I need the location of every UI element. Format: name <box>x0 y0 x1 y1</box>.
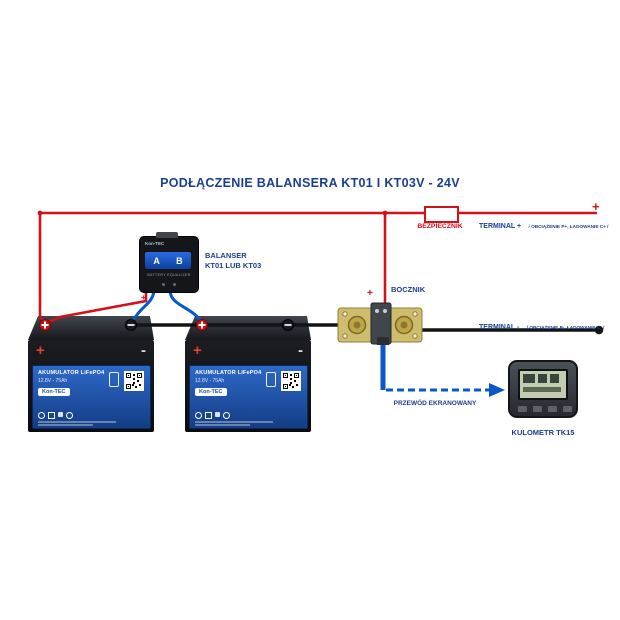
qr-code-icon <box>124 371 144 391</box>
minus-mark <box>284 324 292 326</box>
shunt-device <box>337 302 423 345</box>
mounting-hole <box>342 311 348 317</box>
fuse-label: BEZPIECZNIK <box>417 223 463 230</box>
balanser-label-line2: KT01 LUB KT03 <box>205 261 262 270</box>
battery-positive-riser-wire <box>38 213 47 324</box>
battery-brand-badge: Kon-TEC <box>195 388 227 396</box>
mounting-hole <box>412 311 418 317</box>
battery-title: AKUMULATOR LiFePO4 <box>195 370 262 376</box>
fuse-box <box>424 206 459 223</box>
lcd-segment <box>538 374 547 383</box>
meter-button <box>548 406 557 412</box>
terminal-plus-label: TERMINAL + / OBCIĄŻENIE P+, ŁADOWANIE C+… <box>479 215 609 233</box>
terminal-plus-name: TERMINAL + <box>479 223 522 230</box>
meter-lcd-screen <box>518 369 568 400</box>
meter-label: KULOMETR TK15 <box>511 428 575 437</box>
shunt-cable-connector <box>377 337 389 345</box>
battery-terminals <box>39 319 294 331</box>
battery-plus-symbol: + <box>36 342 45 359</box>
mounting-hole <box>412 333 418 339</box>
balanser-device: Kon-TEC A B BATTERY EQUALIZER <box>139 232 199 293</box>
balanser-tagline: BATTERY EQUALIZER <box>147 273 191 277</box>
terminal-plus-sign: + <box>592 199 600 214</box>
led-indicator <box>173 283 176 286</box>
meter-button <box>563 406 572 412</box>
battery-right: + - AKUMULATOR LiFePO4 12.8V - 75Ah Kon-… <box>185 312 311 432</box>
qr-code-icon <box>281 371 301 391</box>
battery-minus-symbol: - <box>298 342 303 359</box>
balanser-port-labels: A B <box>145 252 191 269</box>
phone-icon <box>109 372 119 387</box>
led-indicator <box>162 283 165 286</box>
lcd-segment <box>523 374 535 383</box>
certification-icons <box>38 412 73 419</box>
balanser-positive-wire <box>45 291 148 325</box>
shunt-bolt-left-center <box>353 321 361 329</box>
battery-plus-symbol: + <box>193 342 202 359</box>
battery-front: + - AKUMULATOR LiFePO4 12.8V - 75Ah Kon-… <box>28 340 154 432</box>
battery-left: + - AKUMULATOR LiFePO4 12.8V - 75Ah Kon-… <box>28 312 154 432</box>
balance-wire-b <box>168 290 204 324</box>
minus-mark <box>127 324 135 326</box>
terminal-minus-name: TERMINAL - <box>479 324 520 331</box>
battery-info-panel: AKUMULATOR LiFePO4 12.8V - 75Ah Kon-TEC <box>189 365 308 429</box>
page-title: PODŁĄCZENIE BALANSERA KT01 I KT03V - 24V <box>160 176 460 190</box>
cable-arrowhead <box>489 383 505 397</box>
plus-mark <box>201 321 203 329</box>
shunt-bolt-right-center <box>400 321 408 329</box>
battery-brand-badge: Kon-TEC <box>38 388 70 396</box>
lcd-segment <box>523 387 561 392</box>
shunt-plus-sign: + <box>367 288 373 299</box>
certification-icons <box>195 412 230 419</box>
meter-button <box>533 406 542 412</box>
battery-title: AKUMULATOR LiFePO4 <box>38 370 105 376</box>
mounting-hole <box>342 333 348 339</box>
balance-wire-a <box>130 290 156 324</box>
plus-mark <box>44 321 46 329</box>
battery-minus-symbol: - <box>141 342 146 359</box>
balanser-label-line1: BALANSER <box>205 251 247 260</box>
terminal-plus-detail: / OBCIĄŻENIE P+, ŁADOWANIE C+ / <box>528 224 609 229</box>
phone-icon <box>266 372 276 387</box>
fine-print-lines <box>38 420 118 426</box>
terminal-minus-label: TERMINAL - / OBCIĄŻENIE P-, ŁADOWANIE C-… <box>479 316 604 334</box>
balanser-brand: Kon-TEC <box>145 241 165 246</box>
balanser-plus-sign: + <box>141 293 146 302</box>
shunt-screw <box>375 309 379 313</box>
battery-info-panel: AKUMULATOR LiFePO4 12.8V - 75Ah Kon-TEC <box>32 365 151 429</box>
meter-button <box>518 406 527 412</box>
battery-front: + - AKUMULATOR LiFePO4 12.8V - 75Ah Kon-… <box>185 340 311 432</box>
fine-print-lines <box>195 420 275 426</box>
coulomb-meter-device <box>508 360 578 418</box>
wire-junction-dot <box>37 210 43 216</box>
negative-terminal-dot <box>594 325 604 335</box>
battery-spec: 12.8V - 75Ah <box>38 378 68 384</box>
shielded-cable-label: PRZEWÓD EKRANOWANY <box>393 400 477 407</box>
battery-spec: 12.8V - 75Ah <box>195 378 225 384</box>
shunt-label: BOCZNIK <box>391 285 426 294</box>
balanser-label: BALANSER KT01 LUB KT03 <box>205 251 261 271</box>
lcd-segment <box>550 374 559 383</box>
terminal-minus-detail: / OBCIĄŻENIE P-, ŁADOWANIE C- / <box>526 325 605 330</box>
shunt-screw <box>383 309 387 313</box>
balanser-connector-nub <box>156 232 178 238</box>
wire-junction-dot <box>382 210 388 216</box>
